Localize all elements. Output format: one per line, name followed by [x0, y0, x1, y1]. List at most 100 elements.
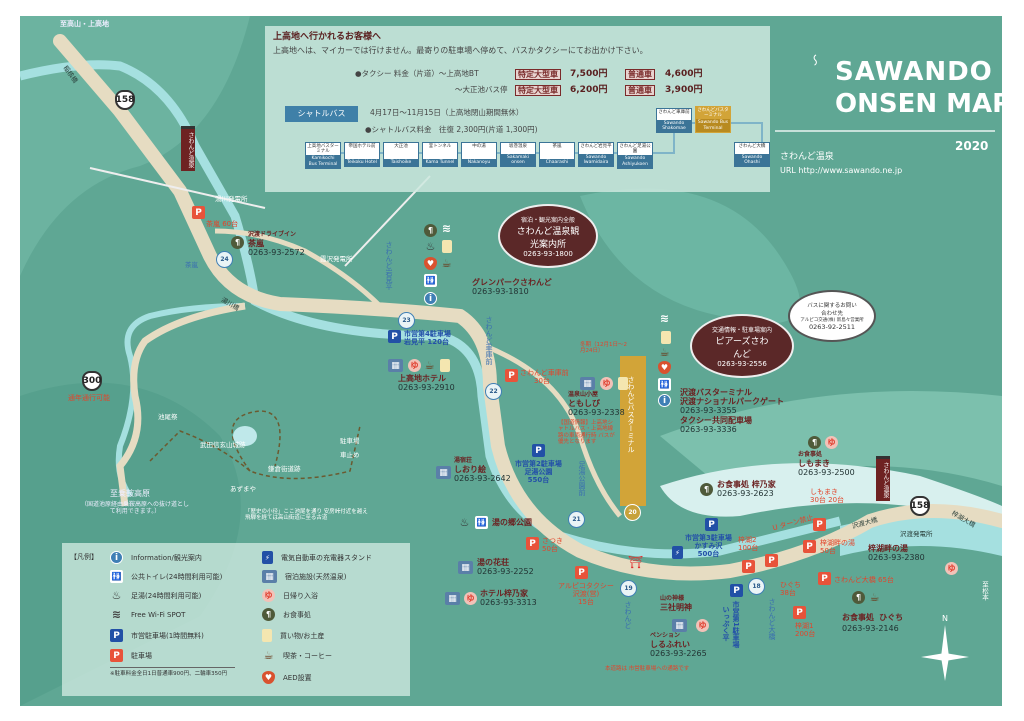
direction-kamikochi: 至高山・上高地	[60, 20, 109, 28]
norikura-note: （国道池原経由乗鞍高原への抜け道として利用できます。）	[80, 501, 189, 515]
info-heading: 上高地へ行かれるお客様へ	[273, 32, 382, 42]
bus-stop-18[interactable]: 18	[748, 578, 765, 595]
legend-item: Information/観光案内	[131, 553, 202, 562]
day-bath-icon	[464, 592, 477, 605]
legend-item: お食事処	[283, 610, 311, 619]
sawando-logo: 〜	[807, 54, 822, 66]
bus-stop-21[interactable]: 21	[568, 511, 585, 528]
shop-icon	[262, 629, 272, 642]
fare-bt-large: 7,500円	[570, 69, 608, 79]
parking-p4[interactable]: 市営第4駐車場岩見平 120台	[404, 330, 451, 347]
shuttle-bus-label: シャトルバス	[285, 106, 358, 122]
sawando-gate-sign: さわんど温泉	[876, 456, 890, 501]
hotel-icon	[672, 619, 687, 632]
bus-stop-22[interactable]: 22	[485, 383, 502, 400]
info-icon[interactable]	[658, 394, 671, 407]
parking-icon	[192, 206, 205, 219]
toilet-icon	[110, 570, 123, 583]
parking-p1[interactable]: 市営第1駐車場	[732, 601, 741, 648]
hotel-icon	[262, 570, 277, 583]
parking-icon	[793, 606, 806, 619]
bubble-sub: バスに関するお問い合わせ先	[807, 303, 857, 317]
coffee-icon	[262, 649, 275, 662]
website-url[interactable]: URL http://www.sawando.ne.jp	[780, 166, 903, 175]
map[interactable]: 至高山・上高地 至松本 至乗鞍高原 （国道池原経由乗鞍高原への抜け道として利用で…	[20, 16, 1002, 706]
bus-inquiry-bubble[interactable]: バスに関するお問い合わせ先 アルピコ交通(株) 新島々営業所 0263-92-2…	[788, 290, 876, 342]
info-icon[interactable]	[424, 292, 437, 305]
kamikochi-access-info: 上高地へ行かれるお客様へ 上高地へは、マイカーでは行けません。最寄りの駐車場へ停…	[265, 26, 770, 192]
legend-item: 足湯(24時間利用可能)	[131, 591, 202, 600]
bubble-phone: 0263-93-1800	[523, 249, 573, 258]
sawando-power-station: 沢渡発電所	[900, 530, 933, 538]
map-legend: 【凡例】 Information/観光案内 公共トイレ(24時間利用可能) 足湯…	[62, 543, 410, 696]
bus-stop-20[interactable]: 20	[624, 504, 641, 521]
bus-terminal-label: さわんどバスターミナル	[627, 376, 636, 453]
bus-stop-23[interactable]: 23	[398, 312, 415, 329]
bubble-phone: 0263-92-2511	[808, 323, 856, 331]
info-message: 上高地へは、マイカーでは行けません。最寄りの駐車場へ停めて、バスかタクシーにてお…	[273, 46, 648, 55]
footbath-icon	[424, 240, 437, 253]
ev-charger-icon	[672, 546, 683, 559]
wifi-icon	[440, 222, 453, 235]
legend-item: 市営駐車場(1時間無料)	[131, 631, 204, 640]
ev-charger-icon	[262, 551, 273, 564]
wifi-icon	[658, 312, 671, 325]
hotel-icon	[580, 377, 595, 390]
map-title-line2: ONSEN MAP	[835, 89, 1002, 119]
bubble-name: ピアーズさわんど	[715, 336, 769, 360]
bus-stop-24[interactable]: 24	[216, 251, 233, 268]
car-stop-label: 車止め	[340, 451, 360, 459]
kasumizawa-power-station: 霞沢発電所	[320, 255, 353, 263]
tourist-info-bubble[interactable]: 宿泊・観光案内全般 さわんど温泉観光案内所 0263-93-1800	[498, 204, 598, 268]
winter-note: 冬期（12月1日〜2月24日）	[580, 342, 627, 355]
normal-vehicle-tag: 普通車	[625, 85, 655, 97]
yukawa-power-station: 湯川発電所	[215, 195, 248, 203]
coffee-icon	[868, 591, 881, 604]
info-icon	[110, 551, 123, 564]
day-bath-icon	[600, 377, 613, 390]
aed-icon	[658, 361, 671, 374]
place-sanja-myojin[interactable]: 山の神様三社明神	[660, 595, 692, 612]
place-yunosato-park[interactable]: 湯の郷公園	[492, 518, 532, 527]
road-info-note: 【国道情報】上高地シャトルバス・上高地線路の車両通行時 バスが優先となります	[558, 420, 615, 445]
piazu-bubble[interactable]: 交通情報・駐車場案内 ピアーズさわんど 0263-93-2556	[690, 314, 794, 378]
legend-item: 買い物/お土産	[280, 631, 325, 640]
parking-alpico[interactable]: アルピコタクシー沢渡(営)15台	[558, 582, 614, 607]
day-bath-icon	[262, 589, 275, 602]
taxi-fare-label: ●タクシー 料金（片道）〜上高地BT	[355, 69, 479, 78]
direction-norikura: 至乗鞍高原	[110, 489, 150, 498]
parking-icon	[765, 554, 778, 567]
fare-bt-normal: 4,600円	[665, 69, 703, 79]
shuttle-fare: ●シャトルバス料金 往復 2,300円(片道 1,300円)	[365, 125, 538, 134]
bus-stop-19[interactable]: 19	[620, 580, 637, 597]
day-bath-icon	[945, 562, 958, 575]
iwamidaira-stop-label: さわんど岩見平	[385, 241, 394, 290]
